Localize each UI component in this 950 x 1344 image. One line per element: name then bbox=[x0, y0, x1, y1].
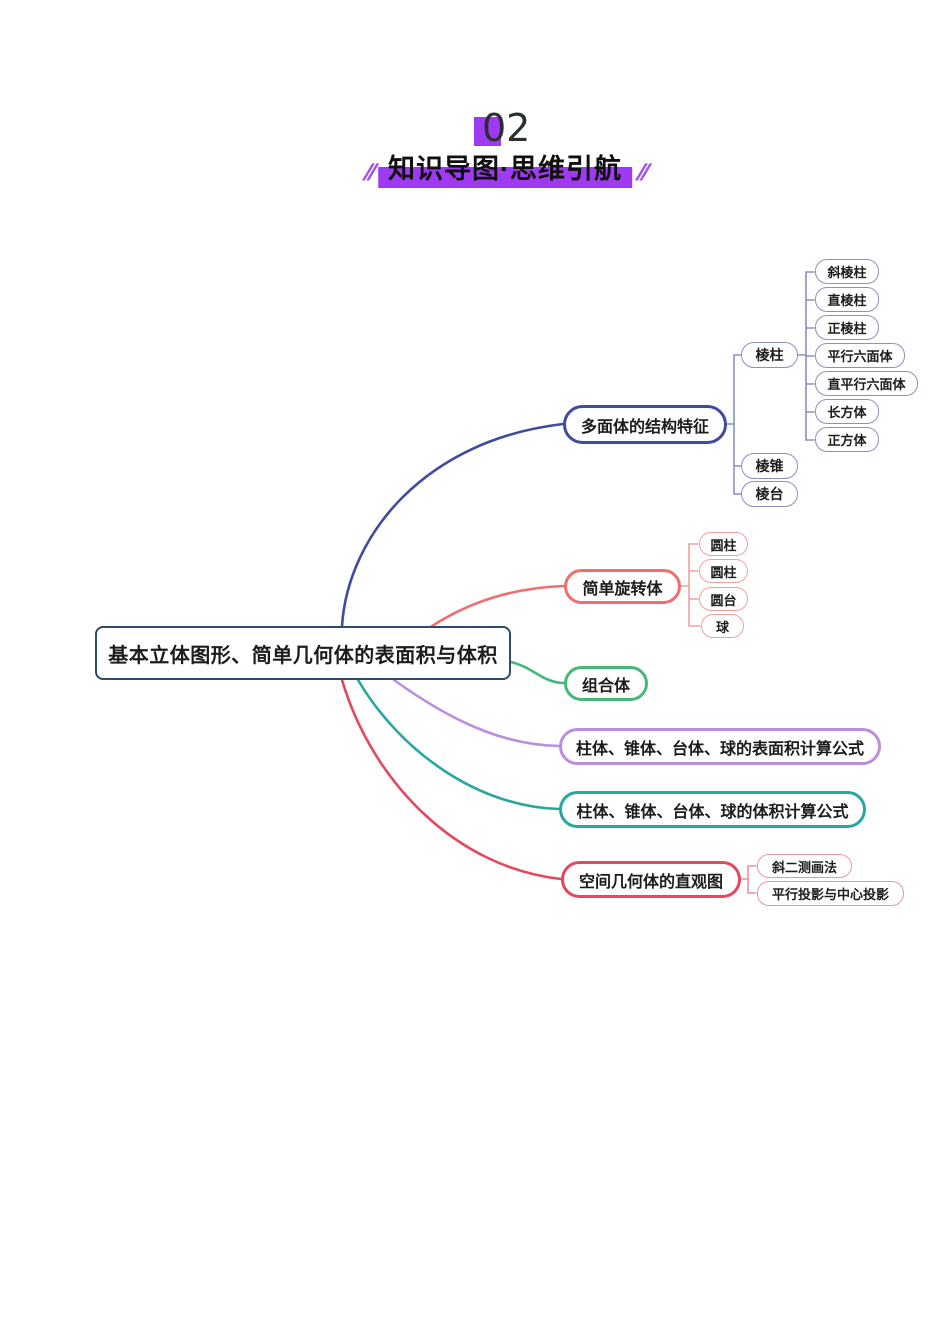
section-title: 知识导图·思维引航 bbox=[388, 154, 622, 184]
connector-intuitive-subtree bbox=[740, 865, 757, 894]
leaf-right-parallelepiped: 直平行六面体 bbox=[815, 371, 918, 396]
branch-intuitive-diagram: 空间几何体的直观图 bbox=[561, 861, 741, 898]
root-node: 基本立体图形、简单几何体的表面积与体积 bbox=[95, 626, 511, 680]
curve-volume bbox=[356, 678, 561, 811]
leaf-cuboid: 长方体 bbox=[815, 399, 879, 424]
node-pyramid: 棱锥 bbox=[741, 453, 798, 479]
leaf-oblique-axonometric-method: 斜二测画法 bbox=[757, 854, 852, 878]
curve-polyhedron bbox=[340, 422, 565, 628]
node-prism: 棱柱 bbox=[741, 342, 798, 368]
leaf-sphere: 球 bbox=[701, 614, 744, 638]
connector-rotational-subtree bbox=[680, 543, 701, 627]
leaf-circular-frustum: 圆台 bbox=[699, 587, 748, 611]
leaf-parallel-central-projection: 平行投影与中心投影 bbox=[757, 881, 904, 906]
branch-rotational-solids: 简单旋转体 bbox=[564, 569, 681, 604]
leaf-right-prism: 直棱柱 bbox=[815, 287, 879, 312]
leaf-cylinder-1: 圆柱 bbox=[699, 532, 748, 556]
curve-composite bbox=[509, 660, 566, 685]
curve-intuitive-diagram bbox=[340, 678, 563, 881]
slash-left-icon: // bbox=[361, 159, 377, 185]
section-title-row: // 知识导图·思维引航 // bbox=[361, 147, 649, 188]
curve-surface-area bbox=[392, 678, 561, 748]
branch-volume-formulas: 柱体、锥体、台体、球的体积计算公式 bbox=[559, 791, 866, 828]
curve-rotational bbox=[430, 584, 566, 628]
leaf-cube: 正方体 bbox=[815, 427, 879, 452]
connector-polyhedron-subtree bbox=[726, 271, 815, 495]
section-title-wrap: 知识导图·思维引航 bbox=[378, 147, 632, 188]
title-highlight-bar bbox=[378, 167, 632, 188]
branch-polyhedron-features: 多面体的结构特征 bbox=[563, 405, 727, 444]
node-frustum: 棱台 bbox=[741, 481, 798, 507]
section-number-accent-square bbox=[474, 117, 501, 146]
leaf-oblique-prism: 斜棱柱 bbox=[815, 259, 879, 284]
branch-composite-solids: 组合体 bbox=[564, 666, 648, 701]
branch-surface-area-formulas: 柱体、锥体、台体、球的表面积计算公式 bbox=[559, 728, 881, 765]
leaf-parallelepiped: 平行六面体 bbox=[815, 343, 905, 368]
leaf-regular-prism: 正棱柱 bbox=[815, 315, 879, 340]
section-number: 02 bbox=[482, 106, 531, 150]
leaf-cylinder-2: 圆柱 bbox=[699, 559, 748, 583]
